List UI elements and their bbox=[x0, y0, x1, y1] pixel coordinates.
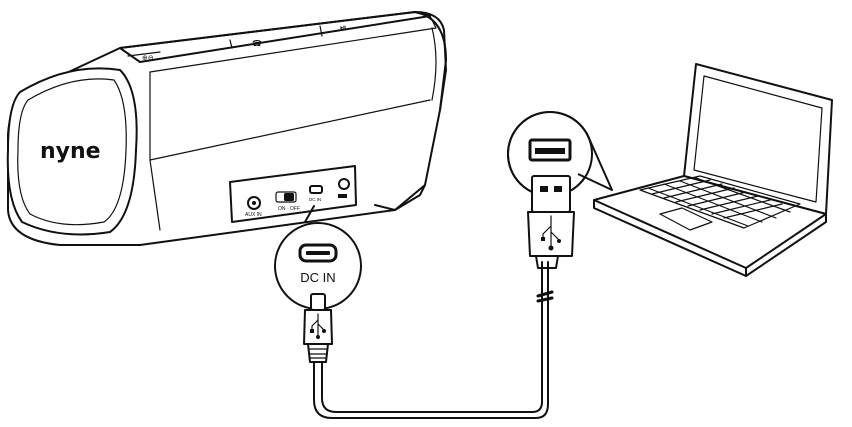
top-button-mark: ⊕⊖ bbox=[142, 55, 154, 62]
dc-in-callout-label: DC IN bbox=[300, 270, 335, 285]
switch-on-label: ON bbox=[278, 206, 286, 212]
laptop-icon bbox=[594, 64, 832, 276]
battery-icon bbox=[338, 194, 347, 198]
brand-logo: nyne bbox=[40, 139, 101, 164]
dc-in-port-label: DC IN bbox=[309, 197, 321, 202]
aux-in-label: AUX IN bbox=[245, 212, 262, 218]
usb-a-plug-icon bbox=[528, 176, 574, 268]
speaker-icon: ⊕⊖ ☎ ⏯ nyne AUX IN ON OFF DC IN bbox=[8, 12, 446, 245]
top-button-mark: ☎ bbox=[252, 39, 262, 48]
top-button-mark: ⏯ bbox=[340, 23, 346, 32]
switch-off-label: OFF bbox=[290, 206, 300, 212]
